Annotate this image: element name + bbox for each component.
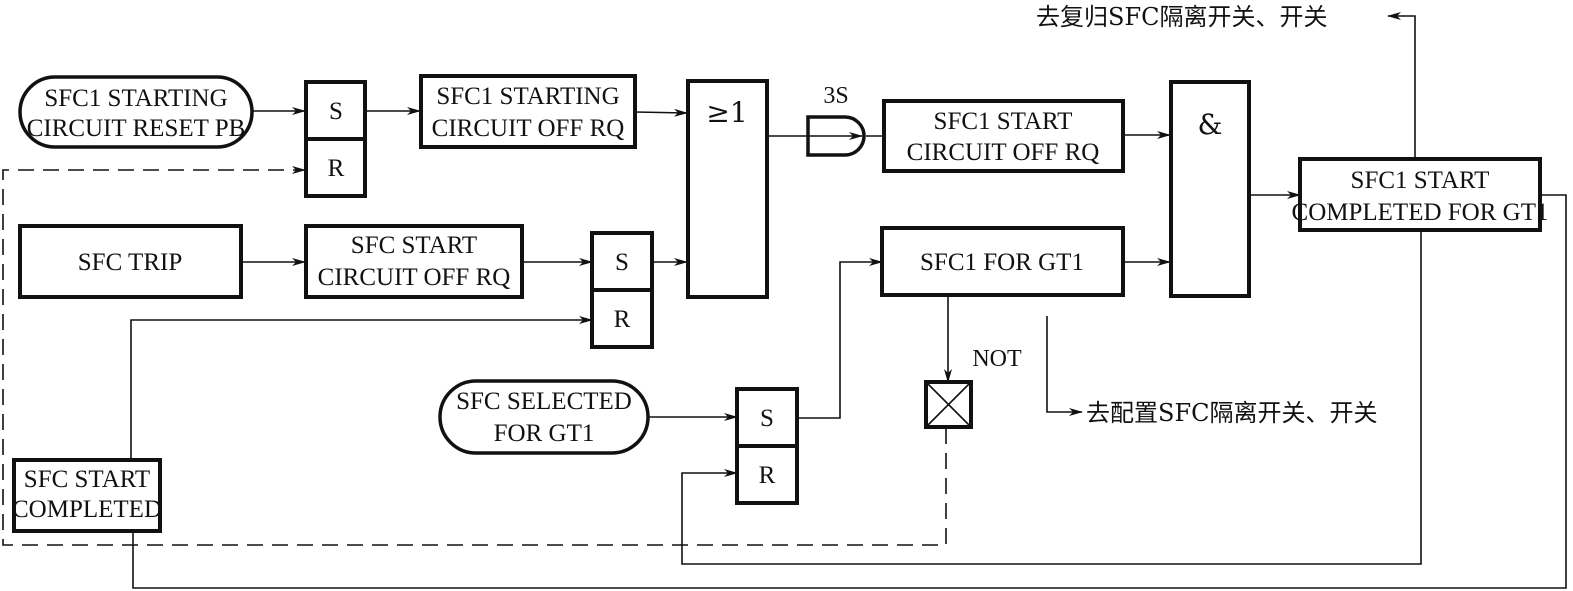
sfc-start-completed-line1: SFC START: [24, 466, 150, 493]
starting-off-rq-line2: CIRCUIT OFF RQ: [432, 115, 625, 142]
reset-pb-input: SFC1 STARTING CIRCUIT RESET PB: [18, 75, 254, 149]
wire-starting-off-to-or: [634, 108, 688, 117]
reset-pb-line2: CIRCUIT RESET PB: [27, 115, 246, 142]
start-completed-gt1-line2: COMPLETED FOR GT1: [1292, 199, 1549, 226]
wire-completed-to-sr3-reset: [681, 230, 1422, 565]
wire-to-config-isolator: [1046, 316, 1083, 416]
timer-delay: 3S: [806, 83, 866, 157]
sr2-reset-label: R: [614, 306, 631, 333]
sfc-start-off-rq-block: SFC START CIRCUIT OFF RQ: [304, 224, 524, 299]
sr-flipflop-3: S R: [735, 387, 799, 505]
sr1-reset-label: R: [328, 155, 345, 182]
config-isolator-output-label: 去配置SFC隔离开关、开关: [1086, 399, 1377, 427]
sfc-selected-line1: SFC SELECTED: [456, 388, 632, 415]
sfc-start-completed-block: SFC START COMPLETED: [12, 458, 162, 533]
wire-outer-feedback-loop: [132, 194, 1567, 589]
sfc-selected-input: SFC SELECTED FOR GT1: [438, 379, 650, 455]
start-completed-gt1-line1: SFC1 START: [1351, 167, 1490, 194]
wires: [2, 12, 1567, 589]
sr-flipflop-1: S R: [304, 80, 367, 198]
sr2-set-label: S: [615, 249, 629, 276]
sr-flipflop-2: S R: [590, 231, 654, 349]
reset-pb-line1: SFC1 STARTING: [44, 85, 227, 112]
reset-isolator-output-label: 去复归SFC隔离开关、开关: [1036, 3, 1327, 31]
wire-completed-to-reset-isolator: [1387, 12, 1416, 158]
and-gate-symbol: &: [1198, 108, 1223, 141]
start-off-rq-line2: CIRCUIT OFF RQ: [907, 139, 1100, 166]
start-off-rq-line1: SFC1 START: [934, 108, 1073, 135]
sr3-set-label: S: [760, 405, 774, 432]
sfc-selected-line2: FOR GT1: [494, 420, 595, 447]
sr3-reset-label: R: [759, 462, 776, 489]
sfc1-for-gt1-block: SFC1 FOR GT1: [880, 226, 1125, 297]
start-off-rq-block: SFC1 START CIRCUIT OFF RQ: [882, 99, 1125, 173]
or-gate-symbol: ≥1: [706, 96, 747, 129]
not-gate-label: NOT: [972, 346, 1022, 372]
sfc-trip-label: SFC TRIP: [78, 249, 182, 276]
wire-completed-to-sr2-reset: [130, 316, 593, 460]
wire-sr3-to-sfc1-for-gt1: [797, 258, 883, 419]
sfc1-for-gt1-label: SFC1 FOR GT1: [920, 249, 1084, 276]
starting-off-rq-line1: SFC1 STARTING: [436, 83, 619, 110]
sfc-start-off-rq-line2: CIRCUIT OFF RQ: [318, 264, 511, 291]
sfc-trip-block: SFC TRIP: [18, 224, 243, 299]
sfc-start-completed-line2: COMPLETED: [12, 496, 162, 523]
not-gate: NOT: [924, 346, 1022, 429]
or-gate: ≥1: [686, 79, 769, 299]
timer-label: 3S: [823, 83, 848, 109]
sr1-set-label: S: [329, 98, 343, 125]
starting-off-rq-block: SFC1 STARTING CIRCUIT OFF RQ: [419, 74, 637, 149]
wire-not-to-sr1-reset-dashed: [2, 166, 947, 546]
sfc-start-off-rq-line1: SFC START: [351, 232, 477, 259]
start-completed-gt1-block: SFC1 START COMPLETED FOR GT1: [1292, 157, 1549, 232]
and-gate: &: [1169, 80, 1251, 298]
